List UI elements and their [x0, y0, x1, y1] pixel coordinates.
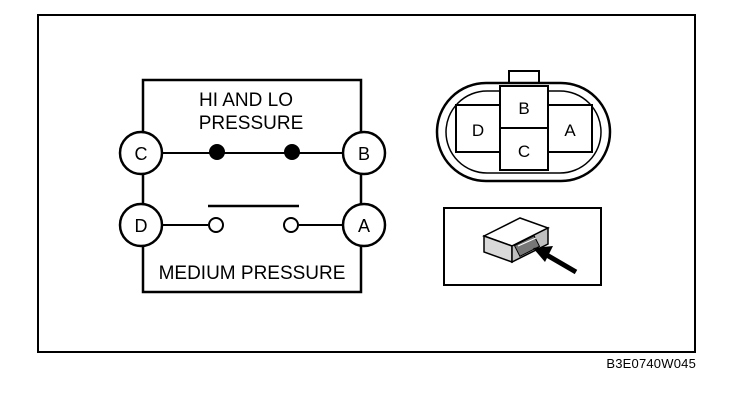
pin-d-label: D — [472, 121, 484, 140]
pin-c-label: C — [518, 142, 530, 161]
figure-code: B3E0740W045 — [606, 356, 696, 371]
medium-contact-left — [208, 217, 224, 233]
terminal-d: D — [118, 202, 164, 248]
outer-frame — [37, 14, 696, 353]
pin-b-label: B — [518, 99, 529, 118]
connector-view-inset — [443, 207, 602, 286]
hi-lo-label-line2: PRESSURE — [199, 113, 304, 134]
pin-d-cell — [455, 104, 501, 153]
medium-pressure-label: MEDIUM PRESSURE — [159, 263, 346, 284]
pin-a-label: A — [564, 121, 576, 140]
svg-text:C: C — [135, 144, 148, 164]
medium-contact-right — [283, 217, 299, 233]
terminal-c: C — [118, 130, 164, 176]
pin-c-cell — [499, 127, 549, 171]
svg-text:B: B — [358, 144, 370, 164]
svg-text:D: D — [135, 216, 148, 236]
view-direction-arrow-icon — [533, 246, 578, 275]
pin-a-cell — [547, 104, 593, 153]
terminal-b: B — [341, 130, 387, 176]
switch-schematic: HI AND LO PRESSURE MEDIUM PRESSURE C B D — [118, 78, 387, 294]
terminal-a: A — [341, 202, 387, 248]
hi-lo-contact-left — [209, 144, 225, 160]
connector-face: D B C A — [435, 70, 612, 183]
hi-lo-label-line1: HI AND LO — [199, 90, 293, 111]
svg-text:A: A — [358, 216, 370, 236]
connector-3d-icon — [482, 217, 550, 264]
switch-body — [141, 78, 363, 294]
hi-lo-contact-right — [284, 144, 300, 160]
